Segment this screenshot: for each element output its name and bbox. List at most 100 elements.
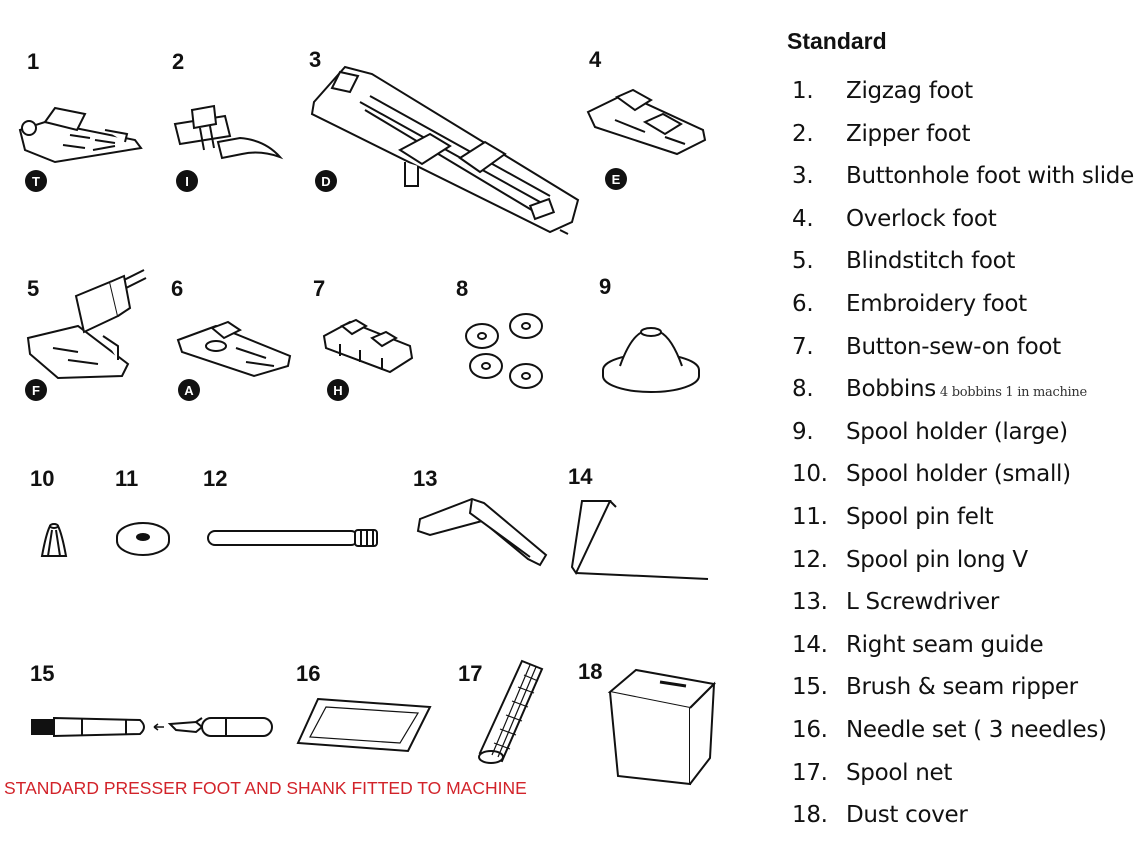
parts-list-heading: Standard: [787, 28, 887, 54]
list-item: 1. Zigzag foot: [787, 70, 1137, 113]
list-item-label: Overlock foot: [846, 205, 997, 232]
list-item-label: L Screwdriver: [846, 589, 1000, 616]
item-number-14: 14: [568, 464, 593, 489]
list-item-number: 4.: [792, 205, 814, 232]
footer-note: STANDARD PRESSER FOOT AND SHANK FITTED T…: [4, 778, 527, 798]
list-item-number: 16.: [792, 716, 828, 743]
item-number-13: 13: [413, 466, 438, 491]
list-item-label: Buttonhole foot with slide: [846, 163, 1134, 190]
list-item-label: Needle set ( 3 needles): [846, 716, 1107, 743]
list-item-number: 6.: [792, 290, 814, 317]
list-item: 2. Zipper foot: [787, 113, 1137, 156]
blindstitch-foot-illustration: [18, 268, 153, 388]
list-item-label: Zigzag foot: [846, 78, 973, 104]
item-number-2: 2: [172, 49, 185, 74]
bobbins-illustration: [460, 310, 550, 395]
item-number-3: 3: [309, 47, 322, 72]
item-number-10: 10: [30, 466, 55, 491]
item-number-11: 11: [115, 466, 139, 491]
item-number-18: 18: [578, 659, 603, 684]
zipper-foot-illustration: [170, 102, 285, 167]
item-number-7: 7: [313, 276, 326, 301]
list-item-label: Zipper foot: [846, 120, 971, 147]
item-letter-badge-d: D: [315, 170, 337, 192]
list-item-label: Blindstitch foot: [846, 248, 1016, 275]
list-item-label: Button-sew-on foot: [846, 333, 1061, 360]
list-item-number: 14.: [792, 631, 828, 658]
needle-set-illustration: [296, 695, 434, 755]
spool-pin-felt-illustration: [115, 517, 171, 559]
list-item-number: 2.: [792, 120, 814, 147]
list-item-number: 9.: [792, 418, 814, 445]
button-sew-on-foot-illustration: [320, 316, 420, 381]
list-item-number: 18.: [792, 802, 828, 829]
list-item: 13. L Screwdriver: [787, 581, 1137, 624]
item-letter-badge-f: F: [25, 379, 47, 401]
seam-guide-illustration: [568, 495, 713, 583]
list-item: 18. Dust cover: [787, 794, 1137, 837]
list-item: 17. Spool net: [787, 752, 1137, 795]
list-item-label: Spool holder (small): [846, 461, 1071, 488]
parts-list-items: 1. Zigzag foot 2. Zipper foot 3. Buttonhole…: [787, 70, 1137, 837]
list-item-number: 3.: [792, 163, 814, 190]
list-item: 14. Right seam guide: [787, 624, 1137, 667]
brush-seam-ripper-illustration: [30, 710, 278, 748]
embroidery-foot-illustration: [176, 318, 296, 378]
item-letter-badge-e: E: [605, 168, 627, 190]
buttonhole-foot-illustration: [310, 62, 580, 242]
list-item-number: 5.: [792, 248, 814, 275]
list-item: 6. Embroidery foot: [787, 283, 1137, 326]
list-item-number: 15.: [792, 674, 828, 701]
list-item: 15. Brush & seam ripper: [787, 666, 1137, 709]
bobbins-note: 4 bobbins 1 in machine: [939, 385, 1087, 401]
list-item: 12. Spool pin long V: [787, 539, 1137, 582]
list-item-number: 8.: [792, 376, 814, 403]
list-item-label: Brush & seam ripper: [846, 674, 1078, 701]
item-number-5: 5: [27, 276, 40, 301]
item-number-12: 12: [203, 466, 228, 491]
list-item-label: Bobbins: [846, 376, 936, 403]
list-item: 7. Button-sew-on foot: [787, 326, 1137, 369]
spool-pin-illustration: [205, 525, 380, 551]
list-item: 3. Buttonhole foot with slide: [787, 155, 1137, 198]
item-number-15: 15: [30, 661, 55, 686]
list-item-number: 1.: [792, 78, 814, 104]
dust-cover-illustration: [606, 662, 718, 786]
item-letter-badge-h: H: [327, 379, 349, 401]
item-number-16: 16: [296, 661, 321, 686]
spool-holder-small-illustration: [38, 520, 70, 560]
list-item: 4. Overlock foot: [787, 198, 1137, 241]
list-item-number: 13.: [792, 589, 828, 616]
parts-list: Standard 1. Zigzag foot 2. Zipper foot 3. B…: [787, 26, 1137, 837]
list-item-number: 12.: [792, 546, 828, 573]
item-letter-badge-a: A: [178, 379, 200, 401]
list-item-number: 7.: [792, 333, 814, 360]
list-item-label: Right seam guide: [846, 631, 1044, 658]
item-number-1: 1: [27, 49, 40, 74]
item-number-6: 6: [171, 276, 184, 301]
list-item: 10. Spool holder (small): [787, 453, 1137, 496]
list-item-label: Embroidery foot: [846, 290, 1027, 317]
item-number-9: 9: [599, 274, 612, 299]
l-screwdriver-illustration: [412, 495, 552, 570]
spool-holder-large-illustration: [600, 318, 702, 390]
item-number-4: 4: [589, 47, 602, 72]
list-item-label: Spool pin felt: [846, 503, 994, 530]
overlock-foot-illustration: [585, 82, 710, 162]
list-item-label: Spool pin long V: [846, 546, 1028, 573]
list-item: 16. Needle set ( 3 needles): [787, 709, 1137, 752]
list-item: 9. Spool holder (large): [787, 411, 1137, 454]
list-item: 11. Spool pin felt: [787, 496, 1137, 539]
list-item: 5. Blindstitch foot: [787, 240, 1137, 283]
item-letter-badge-t: T: [25, 170, 47, 192]
spool-net-illustration: [472, 655, 552, 767]
item-number-17: 17: [458, 661, 483, 686]
list-item-number: 17.: [792, 759, 828, 786]
list-item-label: Dust cover: [846, 802, 968, 829]
item-number-8: 8: [456, 276, 469, 301]
list-item-label: Spool net: [846, 759, 953, 786]
list-item-number: 11.: [792, 503, 828, 530]
list-item-label: Spool holder (large): [846, 418, 1068, 445]
list-item-number: 10.: [792, 461, 828, 488]
